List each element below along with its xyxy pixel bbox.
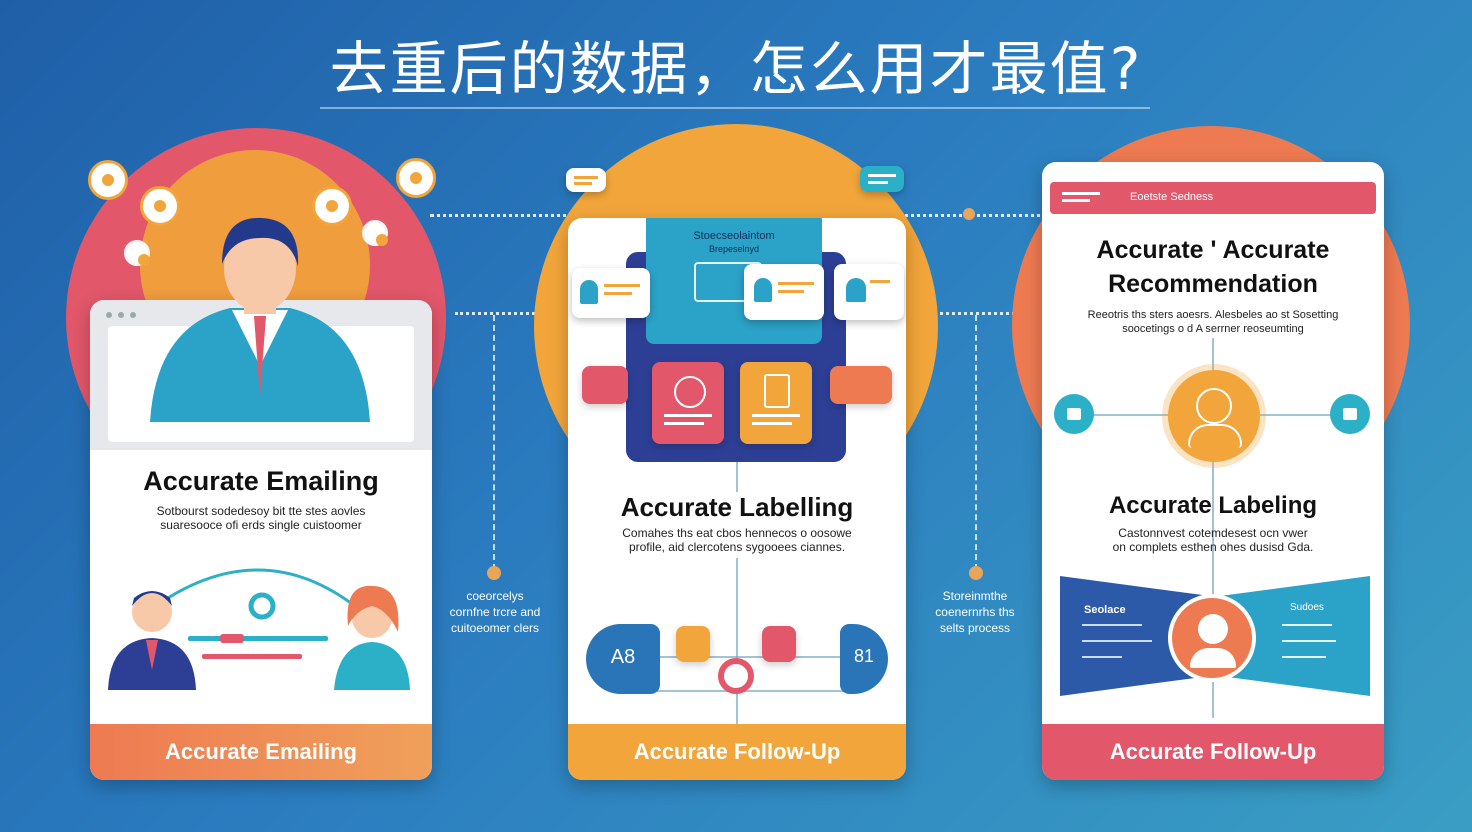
monitor-dot [130,312,136,318]
side-note-left: coeorcelys cornfne trcre and cuitoeomer … [449,589,541,635]
person-icon [674,376,706,408]
card1-heading: Accurate Emailing [143,466,379,496]
user-icon [846,278,866,302]
card3-top-bar: Eoetste Sedness [1050,182,1376,214]
card1-footer[interactable]: Accurate Emailing [90,724,432,780]
monitor-dot [106,312,112,318]
speech-bubble-icon [362,220,388,246]
card3-description2-line2: on complets esthen ohes dusisd Gda. [1112,540,1314,554]
card1-description-line2: suaresooce ofi erds single cuistoomer [160,518,362,532]
card-accurate-recommendation: Eoetste Sedness Accurate ' Accurate Reco… [1042,162,1384,780]
profile-panel-subtitle: Brepeselnyd [708,244,760,254]
speech-bubble-icon [124,240,150,266]
card3-heading-line1: Accurate ' Accurate [1096,236,1330,264]
title-divider [320,107,1150,109]
connector-mid-right [905,312,1045,315]
speech-bubble-icon [396,158,436,198]
connector-dot-right [969,566,983,580]
segment-band-right-label: Sudoes [1290,602,1324,613]
clipboard-icon [764,374,790,408]
card3-description2-line1: Castonnvest cotemdesest ocn vwer [1118,526,1308,540]
user-icon [754,278,772,302]
person-avatar [150,217,370,422]
connector-v-left [493,315,495,570]
connector-mid-left [455,312,570,315]
vertical-link [736,462,738,492]
flow-node-81: 81 [840,624,888,694]
floating-label-left [566,168,606,192]
lock-icon [1054,394,1094,434]
card3-description-line1: Reeotris ths sters aoesrs. Alesbeles ao … [1087,309,1339,321]
speech-bubble-icon [312,186,352,226]
connector-dot-left [487,566,501,580]
profile-chip-mid [744,264,824,320]
tag-tile-right [830,366,892,404]
profile-chip-left [572,268,650,318]
segment-band-left-label: Seolace [1084,604,1126,616]
tag-tile-left [582,366,628,404]
monitor-dot [118,312,124,318]
flow-line [628,656,848,658]
card2-description-line1: Comahes ths eat cbos hennecos o oosowe [622,526,852,540]
card2-description-line2: profile, aid clercotens sygooees ciannes… [628,540,846,554]
card2-heading: Accurate Labelling [620,492,854,522]
recommend-vertical [1212,338,1214,718]
card3-footer[interactable]: Accurate Follow-Up [1042,724,1384,780]
connector-v-right [975,315,977,570]
flow-hub-node [718,658,754,694]
tag-tile-orange [740,362,812,444]
floating-label-right [860,166,904,192]
card-accurate-labelling: Stoecseolaintom Brepeselnyd Accurate Lab… [568,218,906,780]
speech-bubble-icon [88,160,128,200]
profile-chip-right [834,264,904,320]
profile-panel-title: Stoecseolaintom [693,230,775,242]
card2-footer[interactable]: Accurate Follow-Up [568,724,906,780]
tag-tile-coral [652,362,724,444]
customer-connection-graphic [108,568,410,690]
flow-tag-orange [676,626,710,662]
card3-top-bar-label: Eoetste Sedness [1130,191,1214,203]
side-note-right: Storeinmthe coenernrhs ths selts process [935,589,1015,635]
speech-bubble-icon [140,186,180,226]
segment-person-icon [1168,594,1256,682]
lock-icon [1330,394,1370,434]
connector-dot-top [963,208,975,220]
card1-description-line1: Sotbourst sodedesoy bit tte stes aovles [156,504,366,518]
card3-heading-line2: Recommendation [1108,270,1318,298]
flow-vertical [736,558,738,724]
flow-node-a8: A8 [586,624,660,694]
page-title: 去重后的数据，怎么用才最值? [329,35,1143,103]
user-icon [580,280,598,304]
flow-tag-coral [762,626,796,662]
card3-heading2: Accurate Labeling [1108,492,1318,519]
segment-band [1060,576,1370,696]
card3-description-line2: soocetings o d A serrner reoseumting [1122,323,1304,335]
recommend-person-icon [1168,370,1260,462]
